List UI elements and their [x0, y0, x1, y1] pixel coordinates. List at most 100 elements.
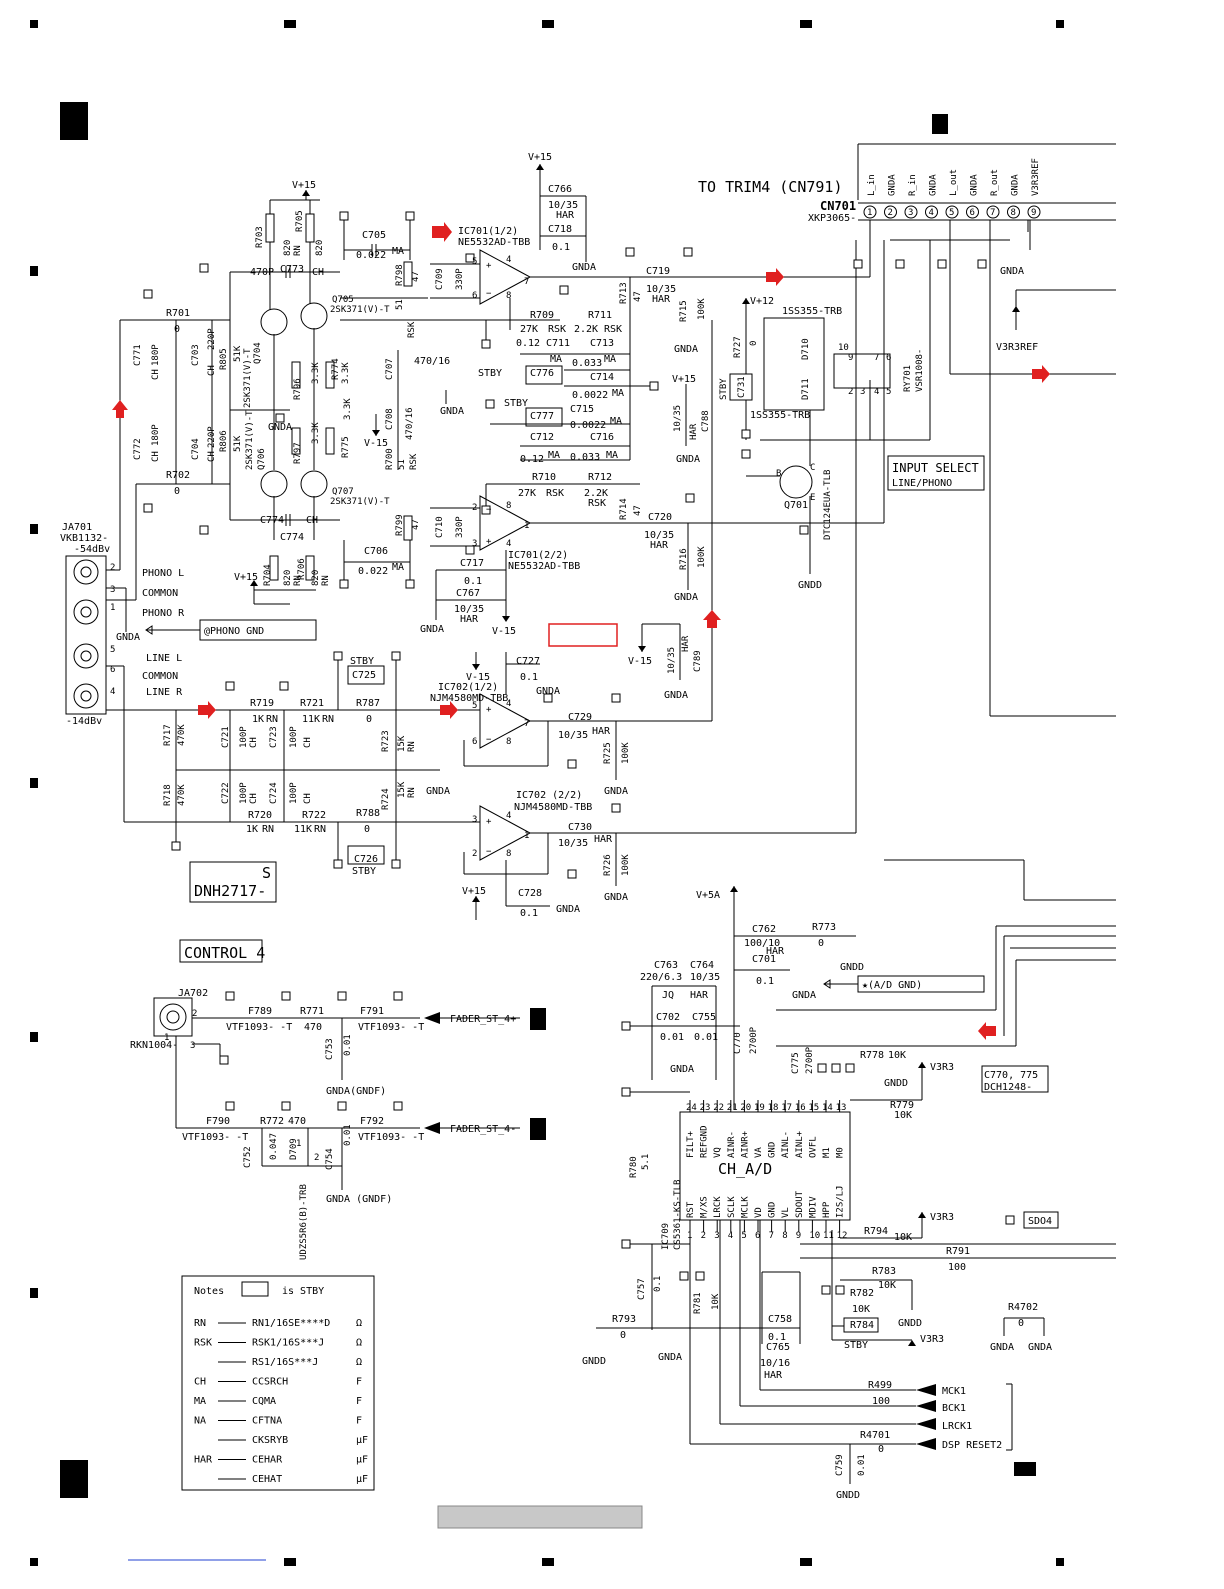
svg-text:RN: RN — [407, 741, 417, 752]
svg-text:470: 470 — [304, 1022, 322, 1033]
svg-text:MA: MA — [392, 562, 404, 573]
svg-text:2.2K: 2.2K — [574, 324, 598, 335]
svg-text:C773: C773 — [280, 264, 304, 275]
notes-abbrev: RN — [194, 1318, 206, 1329]
ic-pin-label: SCLK — [727, 1196, 737, 1218]
svg-text:R775: R775 — [341, 436, 351, 458]
svg-text:FADER_ST_4-: FADER_ST_4- — [450, 1124, 516, 1135]
svg-text:2: 2 — [472, 503, 477, 513]
svg-text:−: − — [486, 847, 492, 857]
svg-text:R704: R704 — [263, 564, 273, 586]
svg-text:CH: CH — [303, 793, 313, 804]
svg-text:0: 0 — [878, 1444, 884, 1455]
svg-text:11K: 11K — [294, 824, 312, 835]
svg-text:100P: 100P — [239, 782, 249, 804]
svg-text:CH: CH — [151, 369, 161, 380]
svg-text:180P: 180P — [151, 344, 161, 366]
svg-text:JQ: JQ — [662, 990, 674, 1001]
svg-text:RSK: RSK — [548, 324, 566, 335]
notes-unit: F — [356, 1377, 362, 1388]
svg-text:C711: C711 — [546, 338, 570, 349]
svg-text:GNDA: GNDA — [676, 454, 700, 465]
svg-text:RSK: RSK — [588, 498, 606, 509]
svg-text:R499: R499 — [868, 1380, 892, 1391]
svg-text:DTC124EUA-TLB: DTC124EUA-TLB — [823, 470, 833, 540]
notes-abbrev: MA — [194, 1396, 206, 1407]
supply-label: V+15 — [292, 180, 316, 191]
dsp-output: DSP RESET2 — [942, 1440, 1002, 1451]
svg-text:6: 6 — [472, 291, 477, 301]
notes-part: CKSRYB — [252, 1435, 288, 1446]
svg-text:C706: C706 — [364, 546, 388, 557]
svg-text:47: 47 — [633, 505, 643, 516]
notes-unit: Ω — [356, 1318, 362, 1329]
svg-text:2SK371(V)-T: 2SK371(V)-T — [243, 348, 253, 408]
svg-text:GNDA: GNDA — [674, 592, 698, 603]
connector-part: XKP3065- — [808, 213, 856, 224]
svg-text:15K: 15K — [397, 735, 407, 752]
svg-text:CH: CH — [312, 267, 324, 278]
svg-text:C763: C763 — [654, 960, 678, 971]
svg-text:IC702(1/2): IC702(1/2) — [438, 682, 498, 693]
cn701-pin-number: 7 — [990, 208, 995, 218]
ic-pin-number: 13 — [836, 1103, 847, 1113]
notes-unit: F — [356, 1416, 362, 1427]
ic-pin-number: 4 — [728, 1231, 733, 1241]
svg-text:27K: 27K — [518, 488, 536, 499]
svg-text:R779: R779 — [890, 1100, 914, 1111]
svg-text:C774: C774 — [260, 515, 284, 526]
svg-text:F792: F792 — [360, 1116, 384, 1127]
svg-text:5: 5 — [110, 645, 115, 655]
svg-text:V3R3: V3R3 — [920, 1334, 944, 1345]
cn701-pin-number: 8 — [1011, 208, 1016, 218]
notes-abbrev: NA — [194, 1416, 206, 1427]
svg-text:C712: C712 — [530, 432, 554, 443]
svg-text:CH: CH — [249, 737, 259, 748]
svg-text:4: 4 — [110, 687, 115, 697]
svg-text:RSK: RSK — [407, 321, 417, 338]
notes-abbrev: HAR — [194, 1455, 213, 1466]
dsp-output: LRCK1 — [942, 1421, 972, 1432]
svg-text:GNDA: GNDA — [658, 1352, 682, 1363]
ic-pin-number: 24 — [686, 1103, 697, 1113]
svg-text:10K: 10K — [894, 1110, 912, 1121]
svg-text:0.1: 0.1 — [768, 1332, 786, 1343]
svg-text:100K: 100K — [697, 546, 707, 568]
ic-title: CH_A/D — [718, 1160, 772, 1178]
svg-text:180P: 180P — [151, 424, 161, 446]
ic-pin-number: 9 — [796, 1231, 801, 1241]
ic-pin-label: MCLK — [740, 1196, 750, 1218]
svg-text:HAR: HAR — [681, 635, 691, 652]
svg-text:6: 6 — [110, 665, 115, 675]
cn701-pin-label: GNDA — [1011, 174, 1021, 196]
cn701-pin — [945, 205, 959, 219]
svg-text:10K: 10K — [711, 1293, 721, 1310]
svg-text:STBY: STBY — [350, 656, 374, 667]
svg-text:100P: 100P — [289, 782, 299, 804]
cn701-pin — [1027, 205, 1041, 219]
ic-pin-number: 21 — [727, 1103, 738, 1113]
cn701-pin — [986, 205, 1000, 219]
svg-text:C729: C729 — [568, 712, 592, 723]
svg-text:R771: R771 — [300, 1006, 324, 1017]
svg-text:6: 6 — [886, 353, 891, 363]
svg-text:R4701: R4701 — [860, 1430, 890, 1441]
svg-text:V3R3: V3R3 — [930, 1062, 954, 1073]
svg-text:10/35: 10/35 — [673, 405, 683, 432]
svg-text:GNDA: GNDA — [420, 624, 444, 635]
svg-text:R772: R772 — [260, 1116, 284, 1127]
ic-pin-label: OVFL — [808, 1136, 818, 1158]
svg-text:GNDA: GNDA — [604, 892, 628, 903]
cn701-pin — [884, 205, 897, 219]
cn701-pin-label: R_in — [908, 174, 918, 196]
svg-text:0.0022: 0.0022 — [572, 390, 608, 401]
input-select-sub: LINE/PHONO — [892, 478, 952, 489]
svg-text:RY701: RY701 — [903, 365, 913, 392]
svg-text:V3R3: V3R3 — [930, 1212, 954, 1223]
svg-text:6: 6 — [472, 737, 477, 747]
svg-text:LINE L: LINE L — [146, 653, 182, 664]
ic-pin-label: M1 — [822, 1147, 832, 1158]
ic-pin-number: 14 — [822, 1103, 833, 1113]
svg-text:CH: CH — [151, 451, 161, 462]
svg-text:F790: F790 — [206, 1116, 230, 1127]
